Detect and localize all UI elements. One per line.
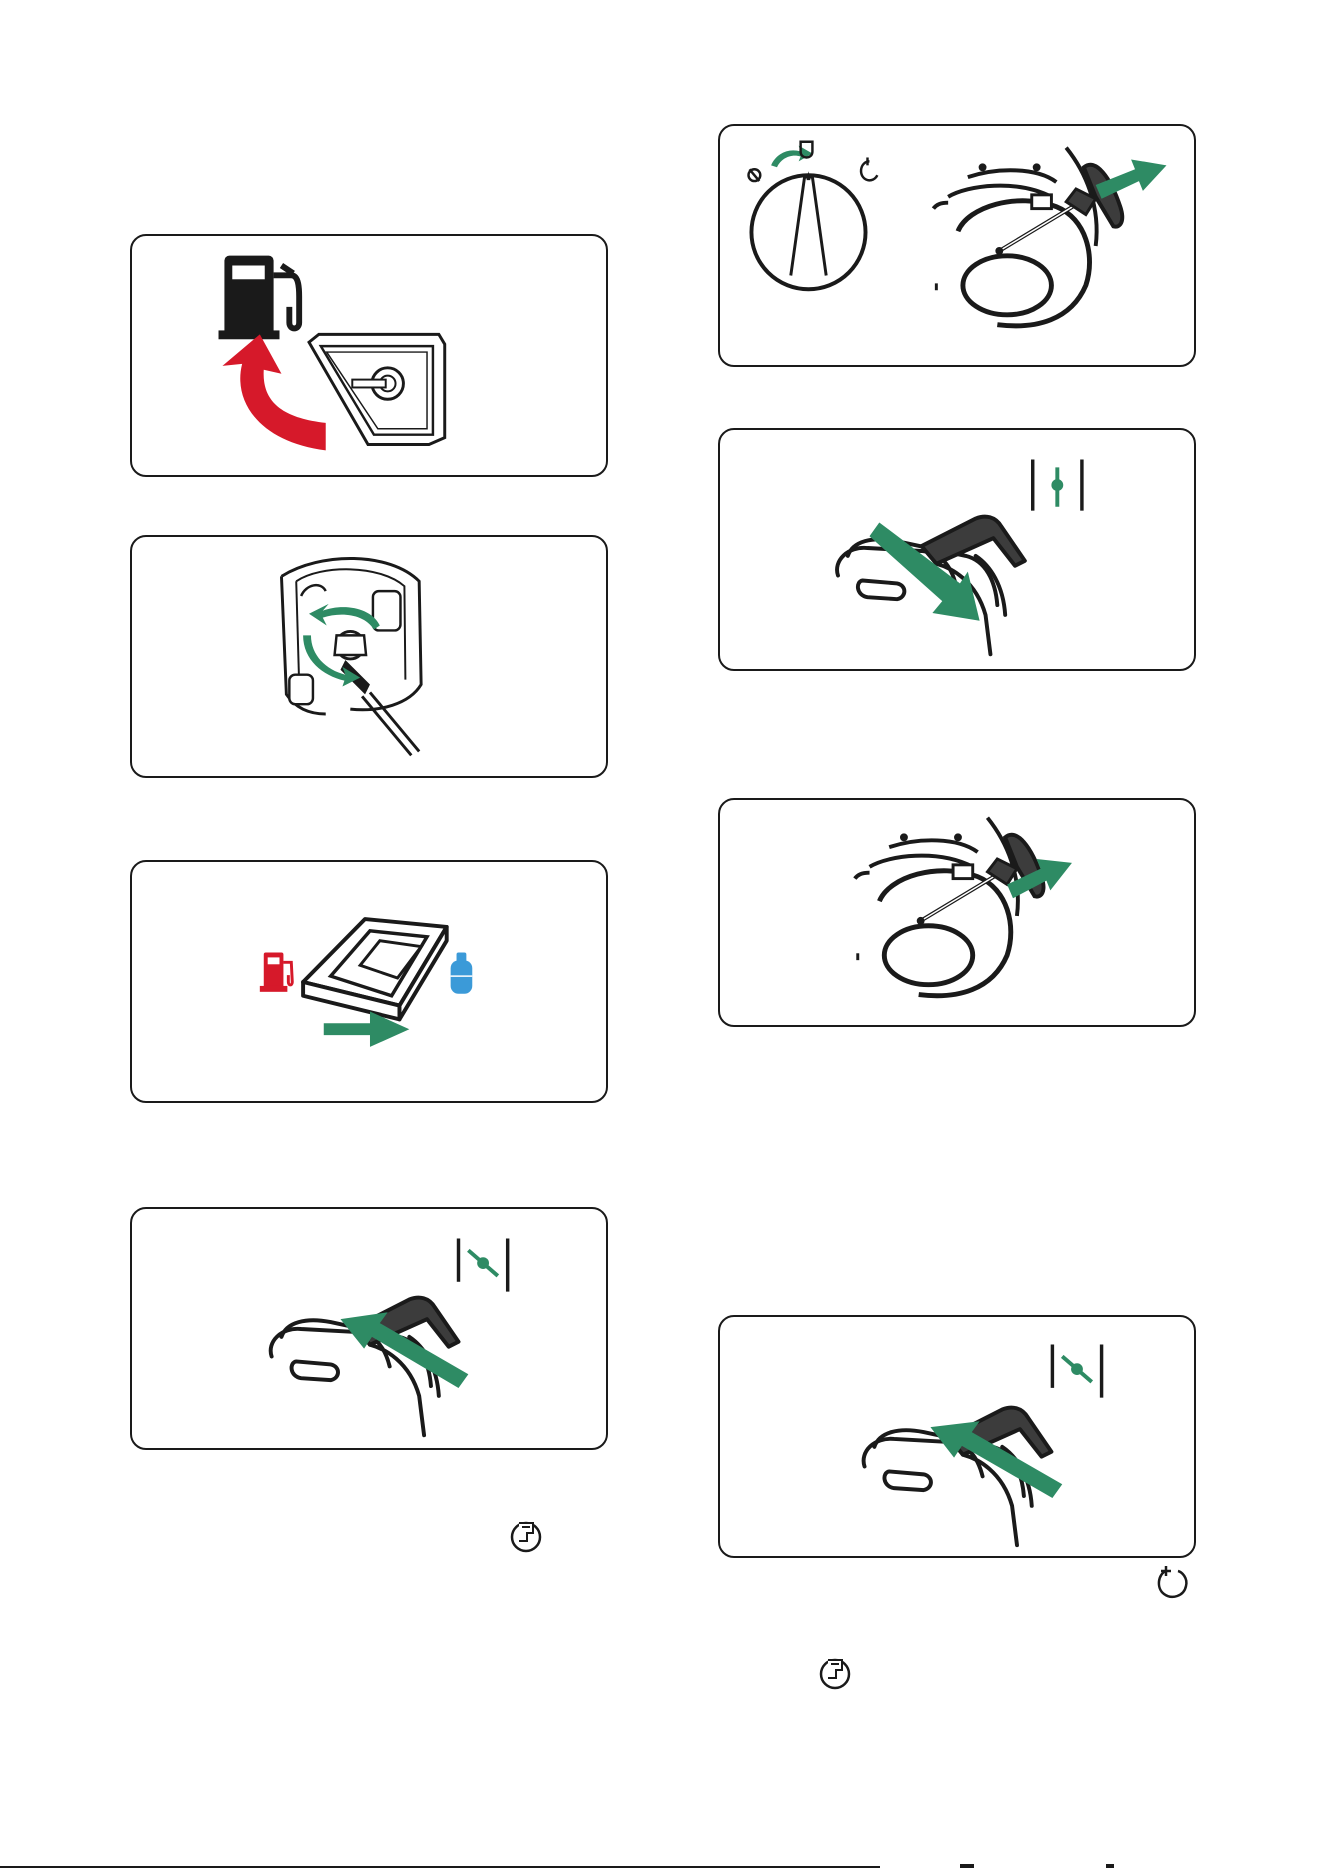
engine-run-symbol-icon <box>861 157 877 180</box>
panel-engine-switch-start <box>718 124 1196 367</box>
recoil-start-icon <box>855 818 1044 996</box>
choke-closed-icon <box>1052 1345 1101 1398</box>
engine-run-symbol-icon <box>1152 1562 1192 1602</box>
fuel-pump-icon <box>219 256 300 340</box>
panel-gas-connector <box>130 535 608 778</box>
engine-start-symbol-icon <box>506 1515 546 1555</box>
curved-arrow-icon <box>222 334 325 450</box>
panel-choke-lever-close-2 <box>718 1315 1196 1558</box>
engine-knob-icon <box>748 142 877 290</box>
engine-start-symbol-icon <box>815 1652 855 1692</box>
lpg-cylinder-icon <box>451 952 473 993</box>
panel-choke-lever-open <box>718 428 1196 671</box>
lpg-connector-icon <box>281 558 421 755</box>
petrol-pump-icon <box>260 952 292 991</box>
panel-fuel-switch <box>130 860 608 1103</box>
panel-fuel-flap <box>130 234 608 477</box>
engine-off-symbol-icon <box>748 169 760 181</box>
page-bottom-fragment <box>960 1864 974 1868</box>
panel-recoil-pull <box>718 798 1196 1027</box>
page-bottom-rule <box>0 1866 880 1868</box>
page-bottom-fragment <box>1106 1864 1114 1868</box>
fuel-flap-icon <box>309 334 445 444</box>
choke-open-icon <box>1033 460 1082 511</box>
panel-choke-lever-close <box>130 1207 608 1450</box>
choke-closed-icon <box>459 1239 508 1292</box>
rocker-switch-icon <box>303 919 447 1019</box>
